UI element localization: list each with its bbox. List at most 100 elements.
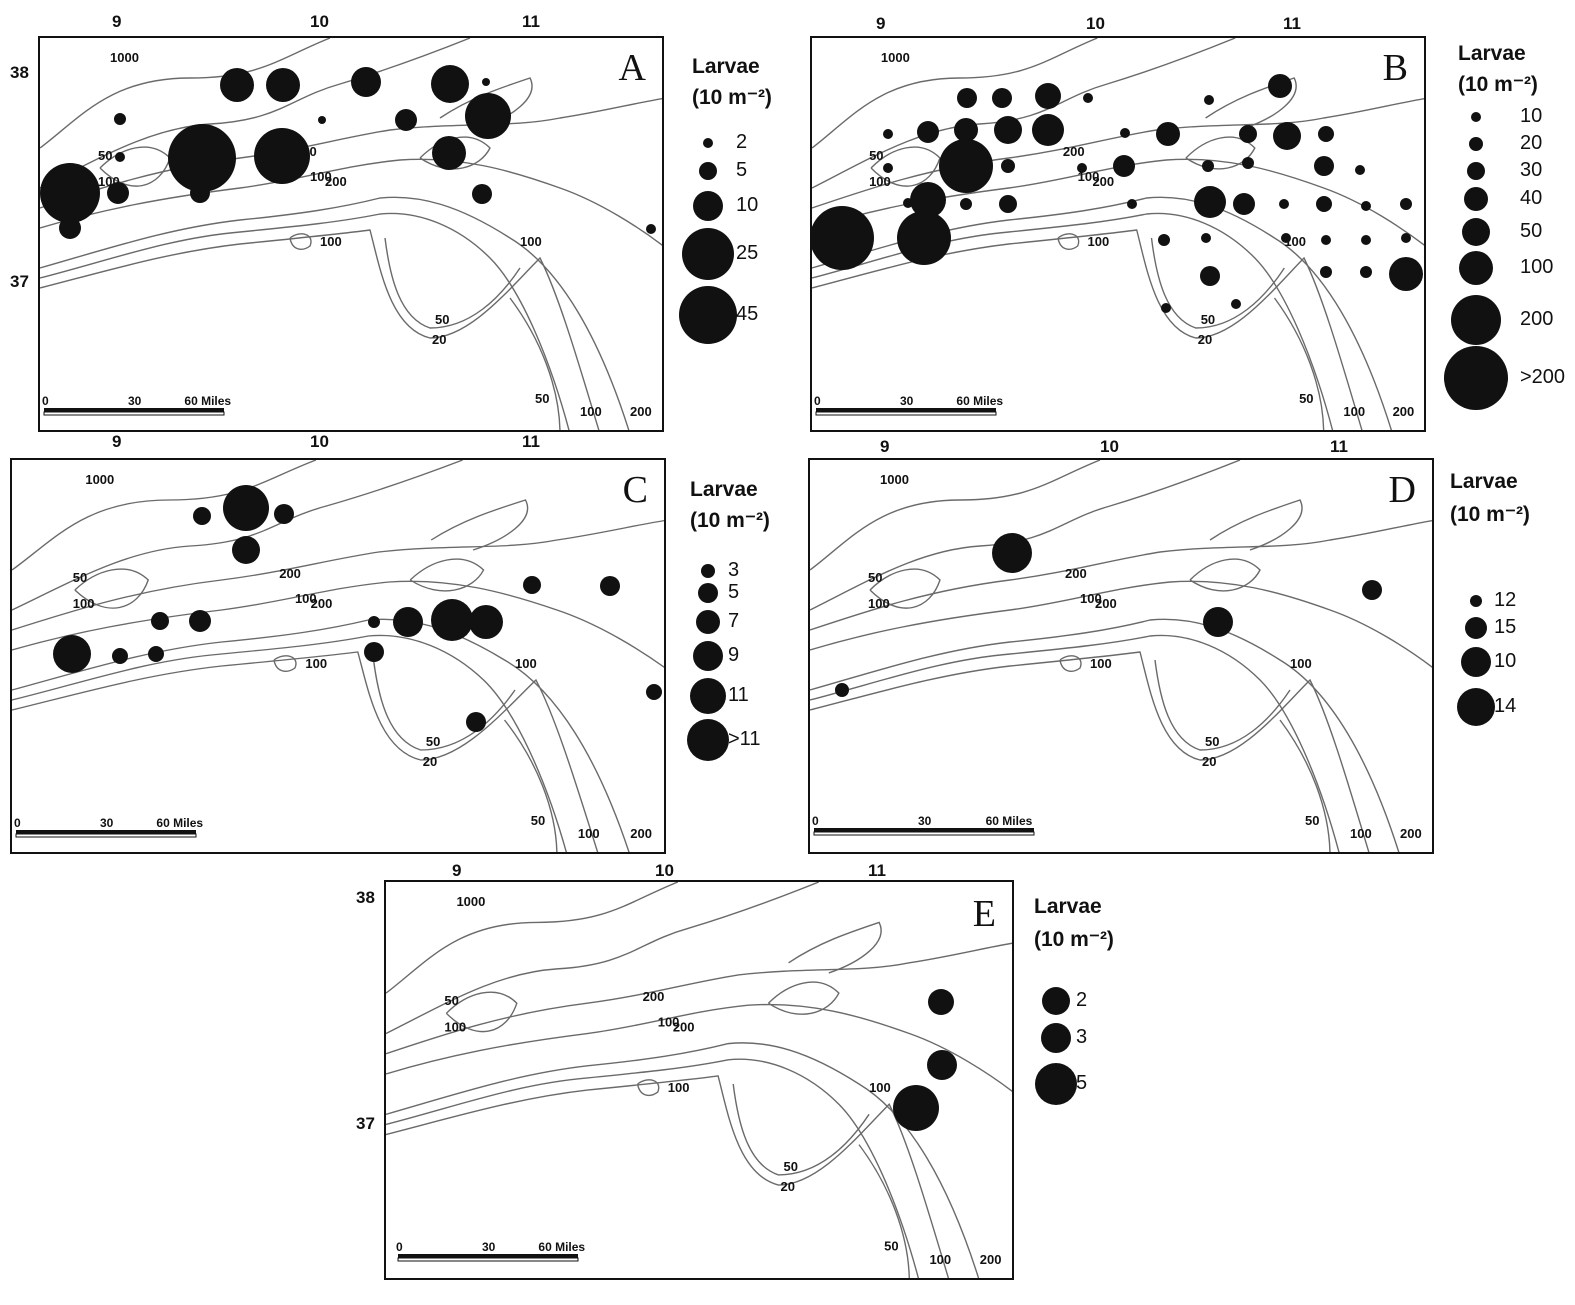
- isobath-line: [788, 921, 882, 974]
- isobath-label: 20: [423, 754, 437, 769]
- isobath-line: [1209, 499, 1303, 551]
- larvae-station-marker: [472, 184, 492, 204]
- legend-value: 5: [1076, 1072, 1088, 1094]
- isobath-line: [74, 568, 150, 609]
- legend-value: 20: [1520, 132, 1543, 154]
- scale-bar-label: 0: [396, 1240, 403, 1254]
- larvae-station-marker: [1268, 74, 1292, 98]
- isobath-label: 200: [1065, 566, 1087, 581]
- legend-symbol: [687, 719, 729, 761]
- isobath-line: [372, 659, 516, 751]
- longitude-label: 10: [310, 12, 329, 31]
- isobath-line: [409, 558, 485, 592]
- legend-symbol: [1471, 112, 1481, 122]
- isobath-label: 200: [643, 989, 665, 1004]
- larvae-station-marker: [1389, 257, 1423, 291]
- scale-bar-segment: [16, 830, 106, 834]
- legend-title: Larvae: [1034, 895, 1102, 918]
- larvae-station-marker: [883, 129, 893, 139]
- larvae-station-marker: [1281, 233, 1291, 243]
- isobath-label: 100: [444, 1019, 466, 1034]
- legend-value: >200: [1520, 366, 1566, 388]
- larvae-station-marker: [114, 113, 126, 125]
- isobath-line: [858, 1144, 910, 1278]
- larvae-station-marker: [1239, 125, 1257, 143]
- isobath-label: 50: [98, 148, 112, 163]
- larvae-station-marker: [1316, 196, 1332, 212]
- isobath-line: [812, 229, 1363, 430]
- larvae-station-marker: [928, 989, 954, 1015]
- scale-bar-segment: [134, 408, 224, 412]
- legend-value: 3: [728, 559, 740, 581]
- isobath-label: 200: [1393, 404, 1415, 419]
- legend-symbol: [693, 191, 723, 221]
- isobath-label: 1000: [881, 50, 910, 65]
- larvae-station-marker: [193, 507, 211, 525]
- isobath-line: [40, 212, 570, 430]
- larvae-station-marker: [812, 206, 874, 270]
- legend-value: 2: [1076, 989, 1088, 1011]
- isobath-line: [812, 97, 1424, 209]
- isobath-line: [810, 460, 1101, 571]
- larvae-station-marker: [1158, 234, 1170, 246]
- legend-symbol: [696, 610, 720, 634]
- larvae-station-marker: [1320, 266, 1332, 278]
- longitude-label: 11: [1330, 437, 1348, 456]
- legend-symbol: [1465, 617, 1487, 639]
- isobath-line: [810, 580, 1432, 668]
- isobath-line: [509, 297, 561, 430]
- isobath-label: 100: [578, 826, 600, 841]
- isobath-line: [767, 981, 840, 1015]
- larvae-station-marker: [992, 88, 1012, 108]
- legend-value: 12: [1494, 589, 1517, 611]
- scale-bar-label: 0: [814, 394, 821, 408]
- isobath-label: 100: [305, 656, 327, 671]
- isobath-label: 100: [868, 596, 890, 611]
- isobath-line: [384, 237, 521, 329]
- larvae-station-marker: [393, 607, 423, 637]
- isobath-label: 100: [1343, 404, 1365, 419]
- legend-value: 25: [736, 242, 759, 264]
- larvae-station-marker: [482, 78, 490, 86]
- legend-symbol: [703, 138, 713, 148]
- isobath-line: [812, 212, 1334, 430]
- larvae-station-marker: [266, 68, 300, 102]
- isobath-label: 100: [73, 596, 95, 611]
- longitude-label: 11: [522, 432, 540, 451]
- larvae-station-marker: [883, 163, 893, 173]
- legend-value: 11: [728, 684, 749, 706]
- larvae-station-marker: [1035, 83, 1061, 109]
- larvae-station-marker: [368, 616, 380, 628]
- larvae-station-marker: [274, 504, 294, 524]
- isobath-line: [386, 1003, 1012, 1092]
- latitude-label: 38: [10, 63, 29, 82]
- legend-subtitle: (10 m⁻²): [690, 509, 770, 532]
- longitude-label: 9: [876, 14, 886, 33]
- larvae-station-marker: [910, 182, 946, 218]
- isobath-label: 50: [73, 570, 87, 585]
- isobath-label: 50: [435, 312, 449, 327]
- larvae-station-marker: [1200, 266, 1220, 286]
- larvae-station-marker: [1401, 233, 1411, 243]
- isobath-line: [1154, 659, 1291, 751]
- legend-symbol: [1462, 218, 1490, 246]
- legend-symbol: [1469, 137, 1483, 151]
- legend-value: 10: [1520, 105, 1543, 127]
- isobath-label: 100: [869, 1080, 891, 1095]
- isobath-label: 100: [1350, 826, 1372, 841]
- legend-value: 7: [728, 610, 740, 632]
- larvae-station-marker: [939, 139, 993, 193]
- isobath-label: 100: [320, 234, 342, 249]
- isobath-line: [386, 882, 820, 1035]
- isobath-label: 100: [658, 1014, 680, 1029]
- larvae-station-marker: [999, 195, 1017, 213]
- isobath-label: 100: [929, 1252, 951, 1267]
- isobath-label: 200: [1095, 596, 1117, 611]
- longitude-label: 9: [112, 12, 122, 31]
- legend-symbol: [1470, 595, 1482, 607]
- isobath-label: 1000: [85, 472, 114, 487]
- isobath-label: 20: [1202, 754, 1216, 769]
- larvae-station-marker: [1233, 193, 1255, 215]
